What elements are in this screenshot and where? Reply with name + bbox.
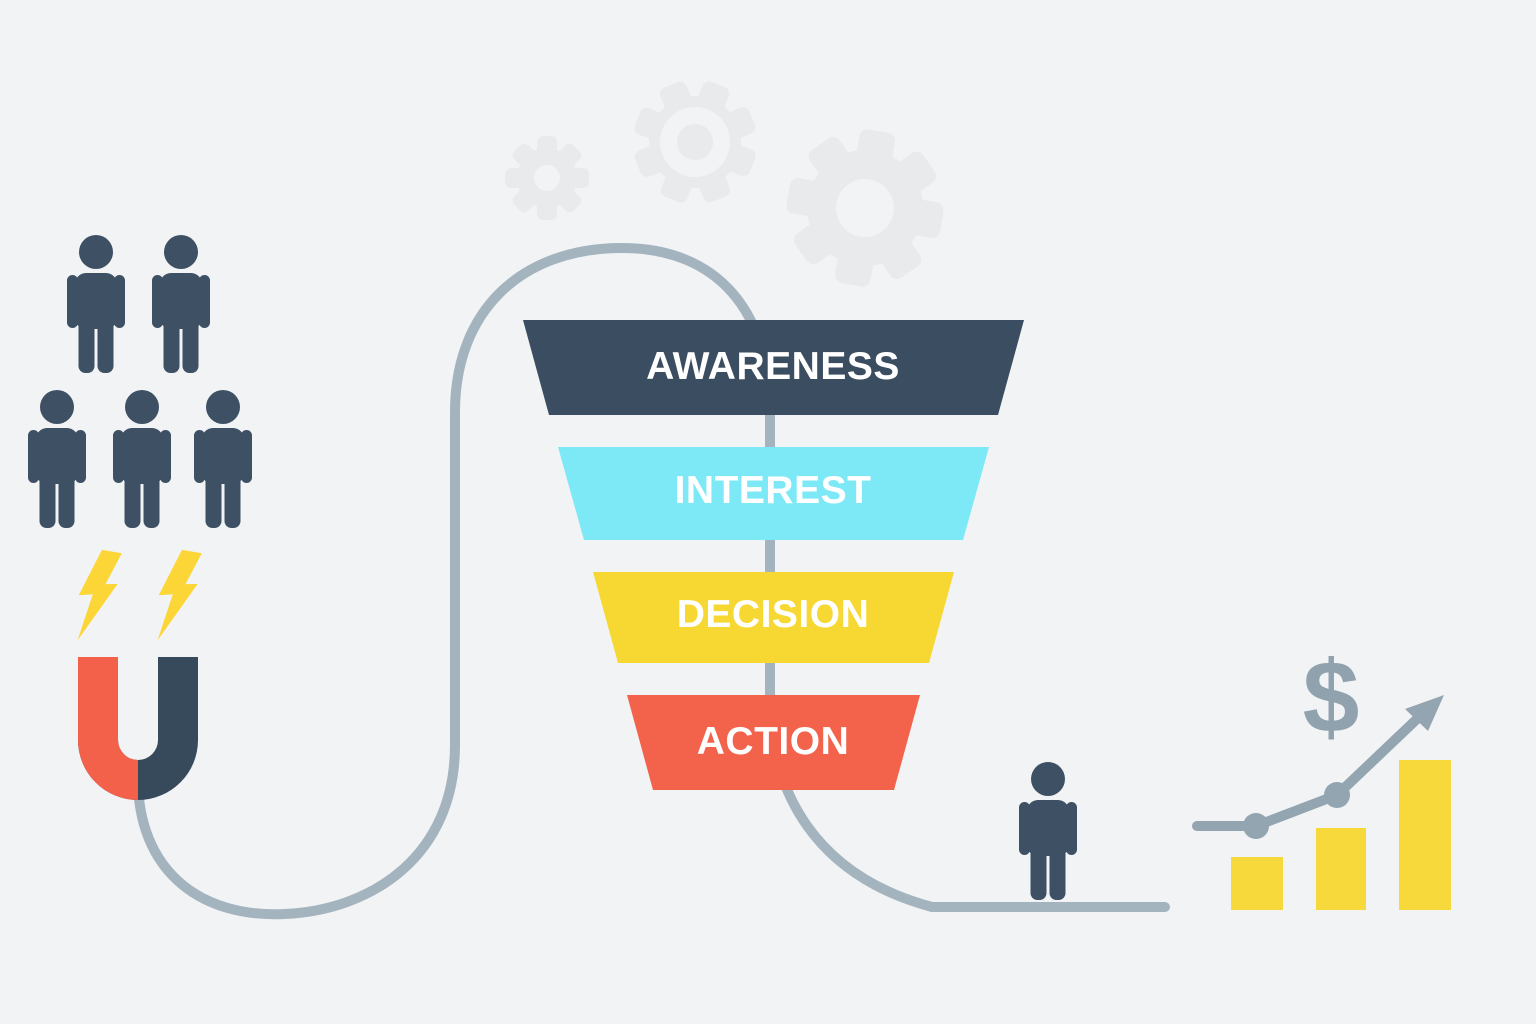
funnel-stage-decision — [593, 572, 954, 663]
trend-line — [1192, 713, 1423, 831]
funnel — [523, 320, 1024, 790]
funnel-stage-label-action: ACTION — [696, 720, 850, 763]
magnet-icon — [78, 657, 198, 800]
funnel-stage-awareness — [523, 320, 1024, 415]
chart-bar — [1399, 760, 1451, 910]
gear-large-icon — [786, 129, 944, 287]
funnel-stage-interest — [558, 447, 989, 540]
chart-bar — [1316, 828, 1366, 910]
chart-bar — [1231, 857, 1283, 910]
dollar-sign: $ — [1302, 640, 1360, 754]
gear-medium-icon — [634, 81, 756, 203]
funnel-stage-label-awareness: AWARENESS — [646, 345, 900, 388]
funnel-stage-label-interest: INTEREST — [674, 469, 872, 512]
growth-chart — [1192, 695, 1451, 910]
funnel-stage-action — [627, 695, 920, 790]
trend-arrowhead-icon — [1405, 695, 1444, 731]
gear-small-icon — [505, 136, 589, 220]
trend-point — [1243, 813, 1269, 839]
gears-decoration — [505, 81, 944, 287]
trend-point — [1324, 782, 1350, 808]
funnel-stage-label-decision: DECISION — [676, 593, 870, 636]
